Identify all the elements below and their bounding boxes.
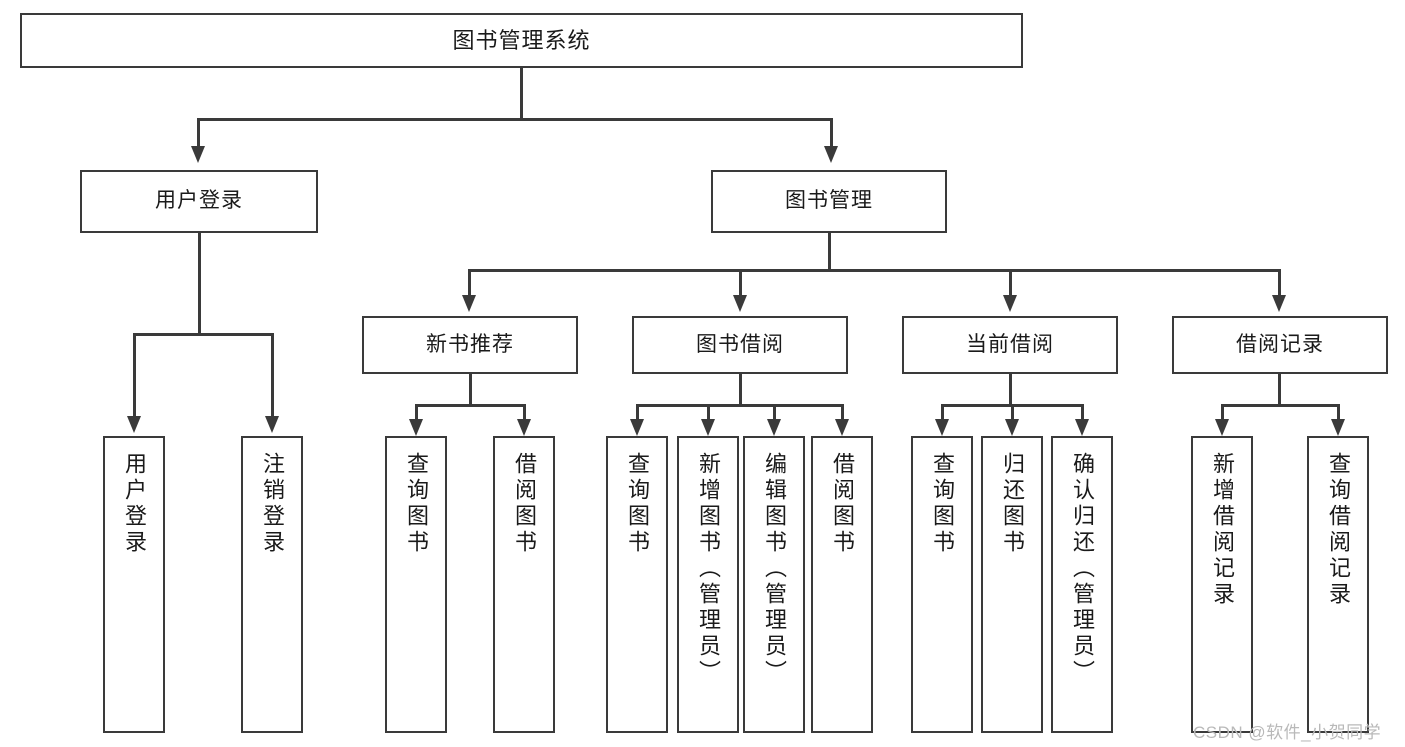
- edge-to-user-login: [197, 118, 200, 148]
- node-leaf-query-book-2[interactable]: 查询图书: [606, 436, 668, 733]
- node-label: 新书推荐: [426, 332, 514, 356]
- edge-borrow-record-stem: [1278, 374, 1281, 406]
- node-label: 查询借阅记录: [1326, 452, 1351, 608]
- edge-user-login-stem: [198, 233, 201, 335]
- node-label: 新增图书（管理员）: [696, 452, 721, 686]
- edge-user-login-leaf-1: [133, 333, 136, 418]
- node-label: 借阅图书: [830, 452, 855, 556]
- edge-nbr-leaf-1: [415, 404, 418, 422]
- edge-book-borrow-stem: [739, 374, 742, 406]
- arrowhead-leaf-borrow-book-1: [517, 419, 531, 436]
- node-leaf-query-book-3[interactable]: 查询图书: [911, 436, 973, 733]
- node-label: 借阅记录: [1236, 332, 1324, 356]
- arrowhead-leaf-return-book: [1005, 419, 1019, 436]
- csdn-watermark: CSDN @软件_小贺同学: [1193, 723, 1382, 742]
- node-leaf-confirm-return[interactable]: 确认归还（管理员）: [1051, 436, 1113, 733]
- node-book-management[interactable]: 图书管理: [711, 170, 947, 233]
- edge-new-book-recommend-stem: [469, 374, 472, 406]
- edge-book-management-stem: [828, 233, 831, 271]
- edge-current-borrow-stem: [1009, 374, 1012, 406]
- node-label: 图书管理: [785, 189, 873, 213]
- node-label: 用户登录: [122, 452, 147, 556]
- node-leaf-logout-login[interactable]: 注销登录: [241, 436, 303, 733]
- node-label: 新增借阅记录: [1210, 452, 1235, 608]
- node-book-borrow[interactable]: 图书借阅: [632, 316, 848, 374]
- edge-new-book-recommend-bar: [415, 404, 525, 407]
- edge-book-borrow-bar: [636, 404, 843, 407]
- edge-bb-leaf-4: [841, 404, 844, 422]
- node-label: 当前借阅: [966, 332, 1054, 356]
- edge-cb-leaf-1: [941, 404, 944, 422]
- arrowhead-leaf-borrow-book-2: [835, 419, 849, 436]
- node-root-book-management-system[interactable]: 图书管理系统: [20, 13, 1023, 68]
- node-leaf-add-record[interactable]: 新增借阅记录: [1191, 436, 1253, 733]
- edge-cb-leaf-3: [1081, 404, 1084, 422]
- edge-to-current-borrow: [1009, 269, 1012, 297]
- node-label: 注销登录: [260, 452, 285, 556]
- node-label: 图书借阅: [696, 332, 784, 356]
- node-leaf-borrow-book-1[interactable]: 借阅图书: [493, 436, 555, 733]
- edge-bb-leaf-3: [773, 404, 776, 422]
- node-label: 查询图书: [404, 452, 429, 556]
- edge-to-borrow-record: [1278, 269, 1281, 297]
- arrowhead-leaf-user-login: [127, 416, 141, 433]
- edge-to-new-book-recommend: [468, 269, 471, 297]
- edge-to-book-management: [830, 118, 833, 148]
- edge-borrow-record-bar: [1221, 404, 1339, 407]
- edge-user-login-leaf-2: [271, 333, 274, 418]
- arrowhead-leaf-query-book-2: [630, 419, 644, 436]
- node-leaf-return-book[interactable]: 归还图书: [981, 436, 1043, 733]
- node-borrow-record[interactable]: 借阅记录: [1172, 316, 1388, 374]
- arrowhead-leaf-query-book-3: [935, 419, 949, 436]
- node-label: 确认归还（管理员）: [1070, 452, 1095, 686]
- edge-cb-leaf-2: [1011, 404, 1014, 422]
- node-leaf-borrow-book-2[interactable]: 借阅图书: [811, 436, 873, 733]
- arrowhead-current-borrow: [1003, 295, 1017, 312]
- edge-root-stem: [520, 68, 523, 120]
- node-label: 查询图书: [625, 452, 650, 556]
- arrowhead-leaf-add-record: [1215, 419, 1229, 436]
- arrowhead-leaf-logout-login: [265, 416, 279, 433]
- edge-to-book-borrow: [739, 269, 742, 297]
- node-label: 归还图书: [1000, 452, 1025, 556]
- arrowhead-leaf-edit-book: [767, 419, 781, 436]
- node-current-borrow[interactable]: 当前借阅: [902, 316, 1118, 374]
- node-leaf-edit-book[interactable]: 编辑图书（管理员）: [743, 436, 805, 733]
- arrowhead-book-management: [824, 146, 838, 163]
- edge-user-login-bar: [133, 333, 273, 336]
- node-leaf-user-login[interactable]: 用户登录: [103, 436, 165, 733]
- arrowhead-borrow-record: [1272, 295, 1286, 312]
- edge-br-leaf-2: [1337, 404, 1340, 422]
- arrowhead-leaf-add-book: [701, 419, 715, 436]
- arrowhead-new-book-recommend: [462, 295, 476, 312]
- node-leaf-query-record[interactable]: 查询借阅记录: [1307, 436, 1369, 733]
- arrowhead-leaf-query-record: [1331, 419, 1345, 436]
- node-new-book-recommend[interactable]: 新书推荐: [362, 316, 578, 374]
- edge-bb-leaf-2: [707, 404, 710, 422]
- arrowhead-book-borrow: [733, 295, 747, 312]
- arrowhead-leaf-confirm-return: [1075, 419, 1089, 436]
- node-label: 图书管理系统: [452, 27, 591, 53]
- node-label: 编辑图书（管理员）: [762, 452, 787, 686]
- node-label: 查询图书: [930, 452, 955, 556]
- edge-level3-bar: [468, 269, 1280, 272]
- node-user-login[interactable]: 用户登录: [80, 170, 318, 233]
- node-leaf-query-book-1[interactable]: 查询图书: [385, 436, 447, 733]
- edge-level2-bar: [197, 118, 833, 121]
- node-label: 用户登录: [155, 189, 243, 213]
- edge-bb-leaf-1: [636, 404, 639, 422]
- edge-br-leaf-1: [1221, 404, 1224, 422]
- node-leaf-add-book[interactable]: 新增图书（管理员）: [677, 436, 739, 733]
- node-label: 借阅图书: [512, 452, 537, 556]
- arrowhead-leaf-query-book-1: [409, 419, 423, 436]
- edge-nbr-leaf-2: [523, 404, 526, 422]
- arrowhead-user-login: [191, 146, 205, 163]
